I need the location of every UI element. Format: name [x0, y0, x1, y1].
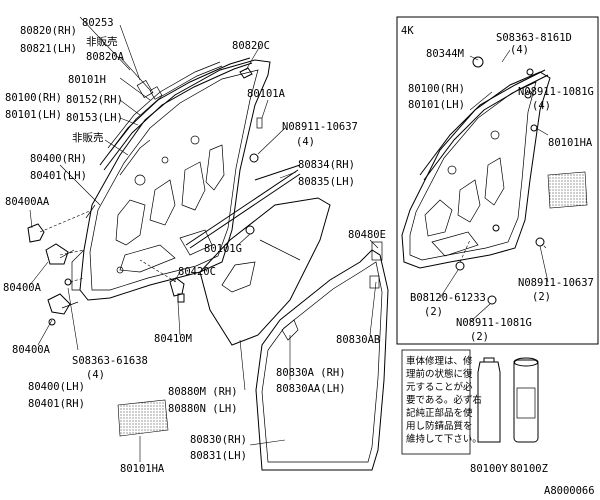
- sash-weatherstrip: [255, 241, 389, 471]
- repair-note-box: [401, 349, 471, 455]
- note-line-4: 要である。必ず右: [406, 394, 482, 406]
- label-80420C: 80420C: [178, 266, 216, 278]
- label-80401-lh: 80401(LH): [30, 170, 87, 182]
- leader-lines: [29, 16, 379, 462]
- label-80480E: 80480E: [348, 229, 386, 241]
- door-shell-4k-drawing: [401, 49, 588, 323]
- label-80830AB: 80830AB: [336, 334, 380, 346]
- label-4k-08911-10637-qty: (2): [532, 291, 551, 303]
- label-80101H: 80101H: [68, 74, 106, 86]
- label-80830AA-lh: 80830AA(LH): [276, 383, 346, 395]
- label-80101-lh: 80101(LH): [5, 109, 62, 121]
- label-80153-lh: 80153(LH): [66, 112, 123, 124]
- note-line-1: 車体修理は、修: [406, 355, 473, 367]
- label-80830A-rh: 80830A (RH): [276, 367, 346, 379]
- label-80401-rh: 80401(RH): [28, 398, 85, 410]
- label-08911-10637-a-qty: (4): [296, 136, 315, 148]
- label-80400-rh: 80400(RH): [30, 153, 87, 165]
- note-line-7: 維持して下さい。: [406, 433, 482, 445]
- label-80835-lh: 80835(LH): [298, 176, 355, 188]
- label-08363-61638-qty: (4): [86, 369, 105, 381]
- label-80880M-rh: 80880M (RH): [168, 386, 238, 398]
- label-80880N-lh: 80880N (LH): [168, 403, 238, 415]
- label-80100Z: 80100Z: [510, 463, 548, 475]
- label-80253: 80253: [82, 17, 114, 29]
- label-80400A-2: 80400A: [12, 344, 51, 356]
- note-line-5: 記純正部品を使: [406, 407, 473, 419]
- label-80100Y: 80100Y: [470, 463, 509, 475]
- door-glass: [199, 197, 331, 346]
- label-nonsale-1: 非販売: [86, 35, 118, 48]
- label-4k: 4K: [401, 25, 414, 37]
- label-80400A-1: 80400A: [3, 282, 42, 294]
- repair-note-text: 車体修理は、修 理前の状態に復 元することが必 要である。必ず右 記純正部品を使…: [406, 355, 482, 445]
- label-4k-08120-61233: B08120-61233: [410, 292, 486, 304]
- label-80410M: 80410M: [154, 333, 192, 345]
- label-4k-08363-8161D-qty: (4): [510, 44, 529, 56]
- window-mouldings: [99, 57, 253, 176]
- label-80821-lh: 80821(LH): [20, 43, 77, 55]
- label-80400-lh: 80400(LH): [28, 381, 85, 393]
- label-4k-08911-10637: N08911-10637: [518, 277, 594, 289]
- label-4k-08120-61233-qty: (2): [424, 306, 443, 318]
- sealant-products-drawing: [477, 357, 539, 443]
- label-80400AA: 80400AA: [5, 196, 50, 208]
- label-4k-80101HA: 80101HA: [548, 137, 593, 149]
- diagram-id: A8000066: [544, 485, 595, 497]
- note-line-6: 用し防錆品質を: [406, 420, 473, 432]
- note-line-3: 元することが必: [406, 381, 473, 393]
- label-nonsale-2: 非販売: [72, 131, 104, 144]
- label-4k-08911-1081G-a: N08911-1081G: [518, 86, 594, 98]
- label-80101A: 80101A: [247, 88, 286, 100]
- label-08363-61638: S08363-61638: [72, 355, 148, 367]
- label-80152-rh: 80152(RH): [66, 94, 123, 106]
- label-80820-rh: 80820(RH): [20, 25, 77, 37]
- label-4k-80101-lh: 80101(LH): [408, 99, 465, 111]
- door-shell-drawing: [71, 59, 271, 301]
- label-4k-80344M: 80344M: [426, 48, 464, 60]
- label-80820A: 80820A: [86, 51, 125, 63]
- label-4k-08911-1081G-b-qty: (2): [470, 331, 489, 343]
- variant-4k-box: [396, 16, 599, 345]
- label-80820C: 80820C: [232, 40, 270, 52]
- label-4k-08911-1081G-b: N08911-1081G: [456, 317, 532, 329]
- label-4k-80100-rh: 80100(RH): [408, 83, 465, 95]
- label-80831-lh: 80831(LH): [190, 450, 247, 462]
- label-4k-08911-1081G-a-qty: (4): [532, 100, 551, 112]
- label-80834-rh: 80834(RH): [298, 159, 355, 171]
- label-80830-rh: 80830(RH): [190, 434, 247, 446]
- label-4k-08363-8161D: S08363-8161D: [496, 32, 572, 44]
- label-08911-10637-a: N08911-10637: [282, 121, 358, 133]
- label-80101G: 80101G: [204, 243, 242, 255]
- label-80100-rh: 80100(RH): [5, 92, 62, 104]
- belt-weatherstrip: [185, 164, 301, 249]
- note-line-2: 理前の状態に復: [406, 368, 473, 380]
- label-80101HA-main: 80101HA: [120, 463, 165, 475]
